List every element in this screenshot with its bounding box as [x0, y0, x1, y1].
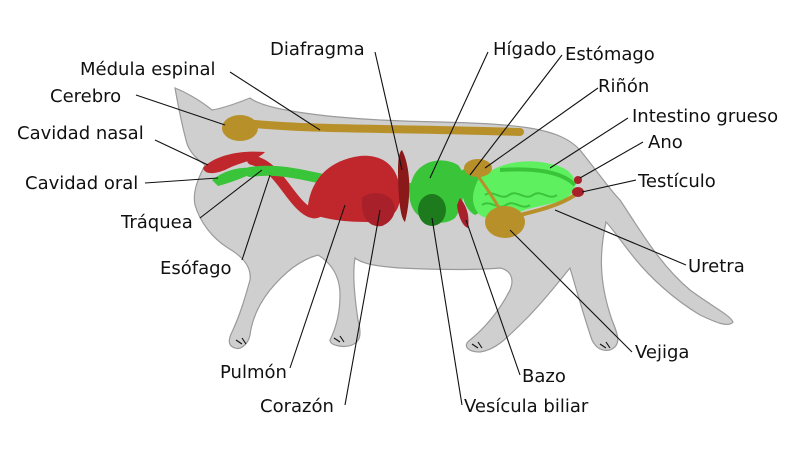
- label-higado: Hígado: [493, 39, 556, 60]
- paw-back-right: [599, 341, 611, 349]
- leader-intestino: [549, 117, 629, 169]
- leader-testiculo: [581, 179, 637, 193]
- leader-medula: [229, 71, 321, 131]
- label-cerebro: Cerebro: [50, 86, 121, 107]
- ureter-shape: [476, 175, 502, 211]
- leader-cerebro: [135, 94, 226, 126]
- bladder-shape: [485, 206, 525, 238]
- label-corazon: Corazón: [260, 396, 334, 417]
- leader-uretra: [554, 209, 687, 266]
- leader-lines: [135, 51, 687, 406]
- urinary-system: [464, 159, 584, 238]
- paw-front-left: [235, 337, 247, 345]
- leader-ano: [579, 141, 644, 179]
- leader-vesicula: [431, 217, 463, 406]
- label-estomago: Estómago: [565, 44, 655, 65]
- leader-higado: [429, 51, 489, 179]
- spinal-cord-shape: [251, 120, 524, 136]
- label-pulmon: Pulmón: [220, 362, 287, 383]
- label-uretra: Uretra: [688, 256, 745, 277]
- leader-rinon: [484, 87, 599, 169]
- large-intestine-shape: [499, 167, 577, 187]
- label-rinon: Riñón: [598, 76, 649, 97]
- leader-vejiga: [509, 229, 633, 353]
- leader-traquea: [199, 169, 263, 219]
- leader-oral: [144, 177, 219, 184]
- label-vejiga: Vejiga: [635, 342, 689, 363]
- cat-body: [174, 87, 734, 353]
- urethra-shape: [519, 193, 577, 217]
- leader-esofago: [241, 174, 271, 261]
- label-medula-espinal: Médula espinal: [80, 59, 216, 80]
- label-cavidad-nasal: Cavidad nasal: [17, 123, 144, 144]
- label-cavidad-oral: Cavidad oral: [25, 173, 138, 194]
- leader-nasal: [154, 139, 209, 166]
- leader-pulmon: [289, 204, 346, 369]
- label-intestino-grueso: Intestino grueso: [632, 106, 778, 127]
- respiratory-system: [203, 151, 415, 227]
- diaphragm-shape: [398, 150, 410, 222]
- label-vesicula-biliar: Vesícula biliar: [464, 396, 589, 417]
- nervous-system: [222, 115, 524, 141]
- leader-corazon: [344, 209, 381, 406]
- brain-shape: [222, 115, 258, 141]
- gallbladder-shape: [418, 194, 446, 226]
- label-diafragma: Diafragma: [270, 39, 365, 60]
- paw-back-left: [471, 341, 483, 349]
- cat-silhouette: [174, 87, 734, 353]
- label-traquea: Tráquea: [120, 212, 193, 233]
- paw-front-right: [333, 335, 345, 343]
- labels: Médula espinal Cerebro Cavidad nasal Cav…: [17, 39, 778, 417]
- label-esofago: Esófago: [160, 258, 232, 279]
- label-bazo: Bazo: [522, 366, 566, 387]
- label-ano: Ano: [648, 132, 683, 153]
- leader-bazo: [465, 219, 521, 376]
- testicle-shape: [572, 187, 584, 197]
- heart-shape: [361, 193, 395, 227]
- intestine-loops: [481, 192, 558, 208]
- leader-diafragma: [374, 51, 403, 171]
- leader-estomago: [469, 54, 563, 176]
- label-testiculo: Testículo: [637, 171, 716, 192]
- kidney-shape: [464, 159, 492, 177]
